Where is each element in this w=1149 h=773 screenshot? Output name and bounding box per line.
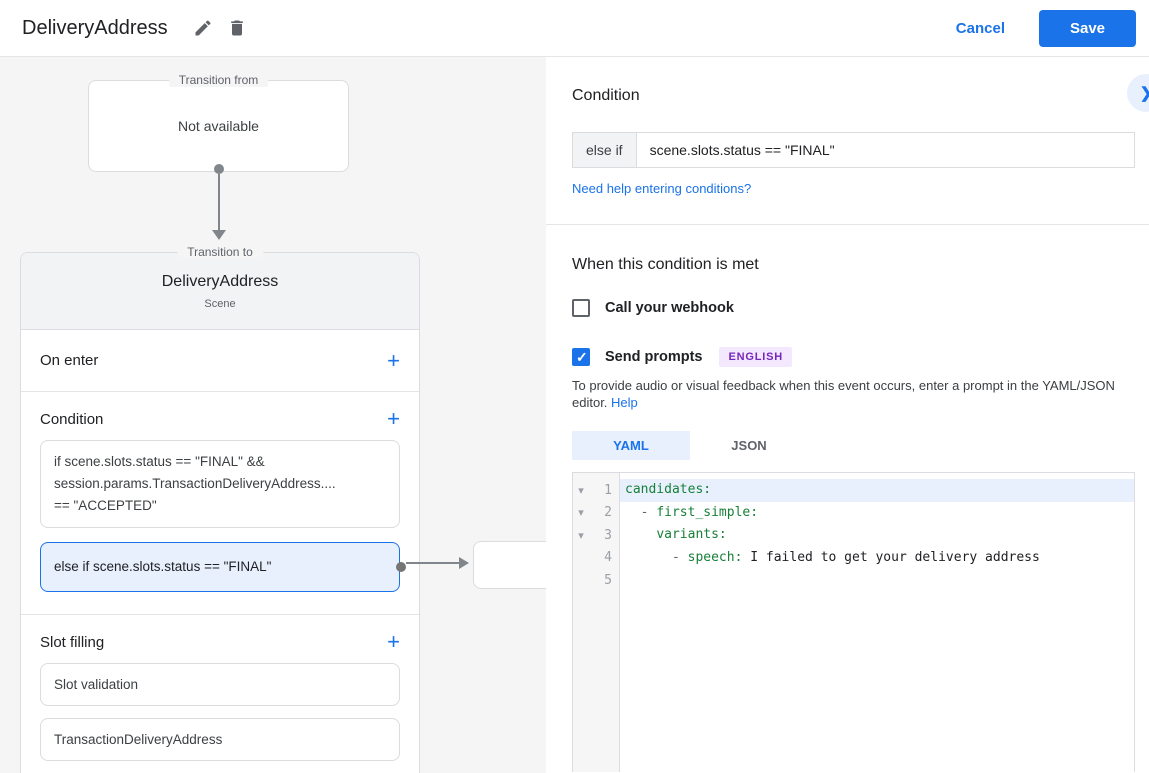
prompts-description-text: To provide audio or visual feedback when… (572, 378, 1115, 410)
code-segment: first_simple: (656, 504, 759, 520)
condition-box-1-line: if scene.slots.status == "FINAL" && (54, 454, 265, 469)
tab-json[interactable]: JSON (690, 431, 808, 460)
condition-detail-panel: Condition ❯ else if Need help entering c… (546, 57, 1149, 773)
code-segment: speech: (687, 549, 743, 565)
editor-line[interactable]: candidates: (620, 479, 1134, 502)
collapse-panel-button[interactable]: ❯ (1127, 74, 1149, 112)
connector-dot (396, 562, 406, 572)
when-met-title: When this condition is met (572, 256, 759, 273)
condition-input[interactable] (636, 133, 1134, 167)
line-number: 3 (604, 527, 612, 543)
delete-button[interactable] (220, 11, 254, 45)
editor-line[interactable]: variants: (620, 524, 1134, 547)
code-segment (625, 527, 656, 542)
language-badge: ENGLISH (719, 347, 792, 367)
connector-dot (214, 164, 224, 174)
chevron-right-icon: ❯ (1140, 84, 1149, 102)
slot-validation-box[interactable]: Slot validation (40, 663, 400, 706)
page-title: DeliveryAddress (22, 16, 168, 39)
transition-to-label: Transition to (177, 245, 263, 259)
prompts-description: To provide audio or visual feedback when… (572, 377, 1135, 411)
condition-title: Condition (40, 410, 104, 428)
arrow-down-icon (212, 230, 226, 240)
editor-code-area[interactable]: candidates: - first_simple: variants: - … (620, 473, 1134, 772)
line-number: 1 (604, 482, 612, 498)
scene-card: Transition to DeliveryAddress Scene On e… (20, 245, 420, 773)
transition-from-box: Transition from Not available (88, 73, 349, 172)
conditions-help-link[interactable]: Need help entering conditions? (572, 181, 752, 196)
scene-card-header: DeliveryAddress Scene (21, 253, 419, 330)
tab-yaml[interactable]: YAML (572, 431, 690, 460)
gutter-row: 5 (573, 569, 619, 592)
condition-box-1[interactable]: if scene.slots.status == "FINAL" && sess… (40, 440, 400, 528)
connector-line (218, 174, 220, 231)
gutter-row: ▾2 (573, 502, 619, 525)
condition-input-row: else if (572, 132, 1135, 168)
condition-box-1-line: session.params.TransactionDeliveryAddres… (54, 476, 336, 491)
add-on-enter-button[interactable]: + (387, 347, 400, 373)
code-segment: I failed to get your delivery address (742, 549, 1040, 565)
line-number: 2 (604, 505, 612, 521)
code-segment: variants: (656, 527, 727, 542)
gutter-row: 4 (573, 547, 619, 570)
condition-box-1-line: == "ACCEPTED" (54, 498, 157, 513)
code-segment (625, 505, 641, 520)
webhook-label: Call your webhook (605, 300, 734, 316)
webhook-row: Call your webhook (572, 299, 1135, 317)
slot-filling-title: Slot filling (40, 633, 105, 651)
gutter-row: ▾1 (573, 479, 619, 502)
editor-line[interactable] (620, 569, 1134, 592)
save-button[interactable]: Save (1039, 9, 1136, 47)
code-segment: candidates: (625, 482, 712, 497)
panel-title: Condition (572, 87, 640, 104)
editor-line[interactable]: - speech: I failed to get your delivery … (620, 547, 1134, 570)
editor-tabs: YAML JSON (572, 431, 1135, 460)
connector-line (406, 562, 461, 564)
fold-arrow-icon[interactable]: ▾ (578, 507, 584, 520)
condition-box-2-selected[interactable]: else if scene.slots.status == "FINAL" (40, 542, 406, 592)
fold-arrow-icon[interactable]: ▾ (578, 484, 584, 497)
cancel-button[interactable]: Cancel (955, 19, 1005, 37)
help-link[interactable]: Help (611, 395, 638, 410)
scene-type: Scene (204, 298, 236, 310)
editor-line[interactable]: - first_simple: (620, 502, 1134, 525)
divider (546, 224, 1149, 225)
slot-transaction-box[interactable]: TransactionDeliveryAddress (40, 718, 400, 761)
code-segment (625, 550, 672, 565)
on-enter-title: On enter (40, 352, 99, 369)
condition-prefix: else if (573, 133, 637, 167)
code-segment: - (671, 549, 688, 565)
top-bar: DeliveryAddress Cancel Save (0, 0, 1149, 57)
scene-name: DeliveryAddress (161, 273, 279, 290)
pencil-icon (195, 20, 211, 36)
slot-filling-section: Slot filling + Slot validation Transacti… (21, 615, 419, 761)
send-prompts-row: Send prompts ENGLISH (572, 347, 1135, 367)
line-number: 5 (604, 572, 612, 588)
fold-arrow-icon[interactable]: ▾ (578, 529, 584, 542)
transition-target-box[interactable] (473, 541, 546, 589)
transition-from-label: Transition from (168, 73, 269, 87)
send-prompts-checkbox[interactable] (572, 348, 590, 366)
condition-section: Condition + if scene.slots.status == "FI… (21, 392, 419, 615)
on-enter-section: On enter + (21, 330, 419, 392)
gutter-row: ▾3 (573, 524, 619, 547)
webhook-checkbox[interactable] (572, 299, 590, 317)
edit-button[interactable] (186, 11, 220, 45)
transition-from-value: Not available (178, 118, 259, 134)
add-slot-button[interactable]: + (387, 629, 400, 654)
line-number: 4 (604, 550, 612, 566)
send-prompts-label: Send prompts (605, 349, 703, 365)
code-segment: - (640, 504, 657, 520)
condition-box-2-text: else if scene.slots.status == "FINAL" (54, 559, 272, 574)
arrow-right-icon (459, 557, 469, 569)
add-condition-button[interactable]: + (387, 406, 400, 431)
flow-diagram-panel: Transition from Not available Transition… (0, 57, 546, 773)
trash-icon (230, 20, 243, 36)
